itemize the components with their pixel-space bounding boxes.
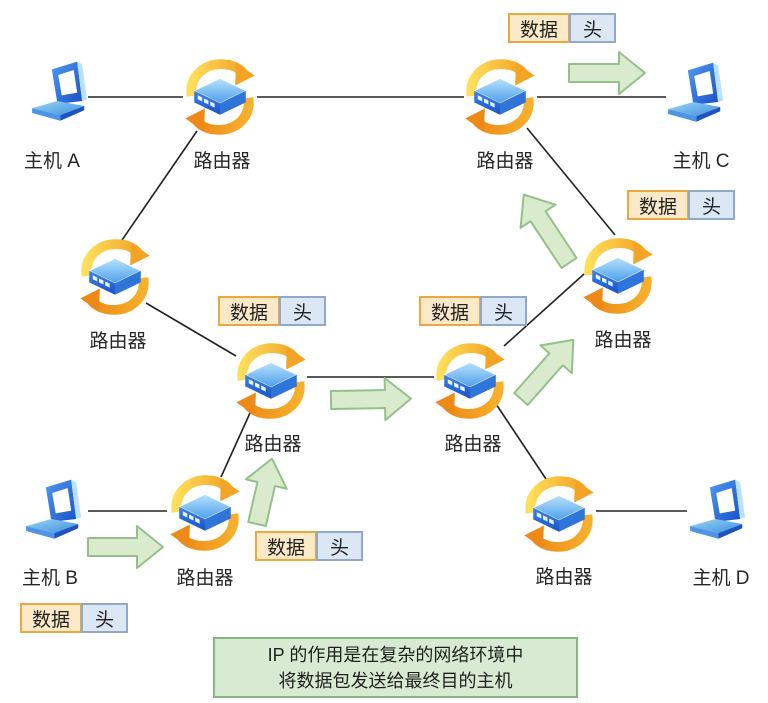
flow-arrow-router5-to-router6 xyxy=(513,338,575,406)
flow-arrow-router6-to-router2 xyxy=(519,193,578,269)
packet-head-cell: 头 xyxy=(279,296,327,326)
link-router3-router4 xyxy=(145,302,237,357)
router-5-label: 路由器 xyxy=(444,434,502,455)
packet-badge-bottom-middle: 数据 头 xyxy=(255,531,364,561)
flow-arrows xyxy=(87,51,646,569)
laptop-icon-host-d xyxy=(688,475,750,549)
router-cycle-icon-1 xyxy=(180,57,260,137)
caption-line-2: 将数据包发送给最终目的主机 xyxy=(278,670,513,691)
host-a-label: 主机 A xyxy=(24,151,80,172)
packet-data-cell: 数据 xyxy=(627,190,690,220)
packet-badge-center-right: 数据 头 xyxy=(419,296,528,326)
link-router5-router6 xyxy=(503,273,585,347)
packet-data-cell: 数据 xyxy=(20,603,83,633)
packet-data-cell: 数据 xyxy=(218,296,281,326)
link-router5-router8 xyxy=(495,403,547,480)
link-router1-router3 xyxy=(119,130,198,244)
packet-badge-top: 数据 头 xyxy=(508,13,617,43)
router-cycle-icon-4 xyxy=(231,341,311,421)
router-cycle-icon-6 xyxy=(578,236,658,316)
router-8-label: 路由器 xyxy=(535,567,593,588)
router-2-label: 路由器 xyxy=(476,151,534,172)
packet-head-cell: 头 xyxy=(81,603,129,633)
packet-head-cell: 头 xyxy=(569,13,617,43)
packet-head-cell: 头 xyxy=(316,531,364,561)
router-cycle-icon-7 xyxy=(165,473,245,553)
router-7-label: 路由器 xyxy=(176,568,234,589)
flow-arrow-hostB-to-router7 xyxy=(87,525,164,569)
caption-box: IP 的作用是在复杂的网络环境中 将数据包发送给最终目的主机 xyxy=(213,637,578,698)
router-1-label: 路由器 xyxy=(193,151,251,172)
router-3-label: 路由器 xyxy=(89,331,147,352)
packet-badge-bottom-left: 数据 头 xyxy=(20,603,129,633)
packet-badge-center-left: 数据 头 xyxy=(218,296,327,326)
link-router4-router7 xyxy=(220,412,251,478)
laptop-icon-host-b xyxy=(24,475,86,549)
caption-line-1: IP 的作用是在复杂的网络环境中 xyxy=(267,644,524,665)
packet-head-cell: 头 xyxy=(480,296,528,326)
flow-arrow-router7-to-router4 xyxy=(244,457,288,528)
laptop-icon-host-c xyxy=(666,58,728,132)
flow-arrow-router2-to-hostC xyxy=(568,51,646,95)
link-router2-router6 xyxy=(526,127,616,236)
router-cycle-icon-2 xyxy=(460,57,540,137)
packet-data-cell: 数据 xyxy=(508,13,571,43)
host-d-label: 主机 D xyxy=(692,568,750,589)
packet-data-cell: 数据 xyxy=(419,296,482,326)
router-cycle-icon-3 xyxy=(75,237,155,317)
packet-badge-right: 数据 头 xyxy=(627,190,736,220)
host-c-label: 主机 C xyxy=(672,151,730,172)
link-lines xyxy=(88,96,687,512)
packet-head-cell: 头 xyxy=(688,190,736,220)
router-cycle-icon-8 xyxy=(519,474,599,554)
router-6-label: 路由器 xyxy=(594,330,652,351)
host-b-label: 主机 B xyxy=(22,568,78,589)
laptop-icon-host-a xyxy=(30,57,92,131)
flow-arrow-router4-to-router5 xyxy=(329,377,412,422)
router-4-label: 路由器 xyxy=(244,434,302,455)
router-cycle-icon-5 xyxy=(430,341,510,421)
packet-data-cell: 数据 xyxy=(255,531,318,561)
